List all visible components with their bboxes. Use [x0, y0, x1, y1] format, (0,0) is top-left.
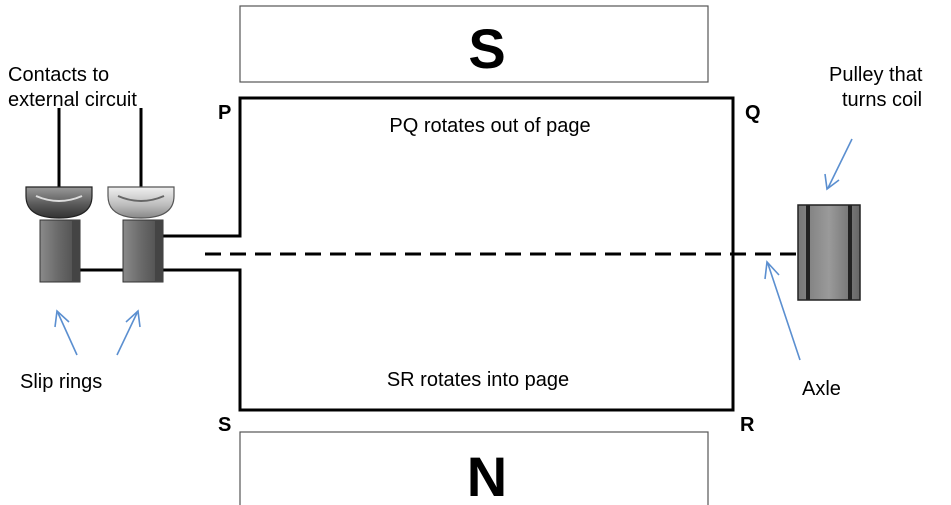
corner-label-r: R	[740, 414, 755, 436]
slip-ring-left	[39, 219, 81, 283]
top-magnet-pole-label: S	[468, 17, 505, 80]
top-magnet: S	[239, 5, 709, 83]
corner-label-p: P	[218, 102, 231, 124]
slip-ring-right	[122, 219, 164, 283]
contacts-label-line1: Contacts to	[8, 64, 109, 86]
slip-rings-label: Slip rings	[20, 371, 102, 393]
arrow-to-pulley	[824, 138, 853, 191]
corner-label-q: Q	[745, 102, 761, 124]
pulley	[797, 204, 861, 301]
bottom-magnet-pole-label: N	[467, 445, 507, 505]
bottom-magnet: N	[239, 431, 709, 505]
axle-label: Axle	[802, 378, 841, 400]
arrow-to-left-slip-ring	[54, 309, 78, 356]
coil-top-caption: PQ rotates out of page	[389, 115, 590, 137]
pulley-label-line2: turns coil	[842, 89, 922, 111]
contacts-label-line2: external circuit	[8, 89, 137, 111]
arrow-to-right-slip-ring	[116, 309, 141, 356]
coil-bottom-caption: SR rotates into page	[387, 369, 569, 391]
contact-dark	[25, 108, 93, 219]
pulley-label-line1: Pulley that	[829, 64, 923, 86]
corner-label-s: S	[218, 414, 231, 436]
contact-light	[107, 108, 175, 219]
annotation-arrows	[54, 138, 853, 361]
arrow-to-axle	[764, 260, 801, 361]
